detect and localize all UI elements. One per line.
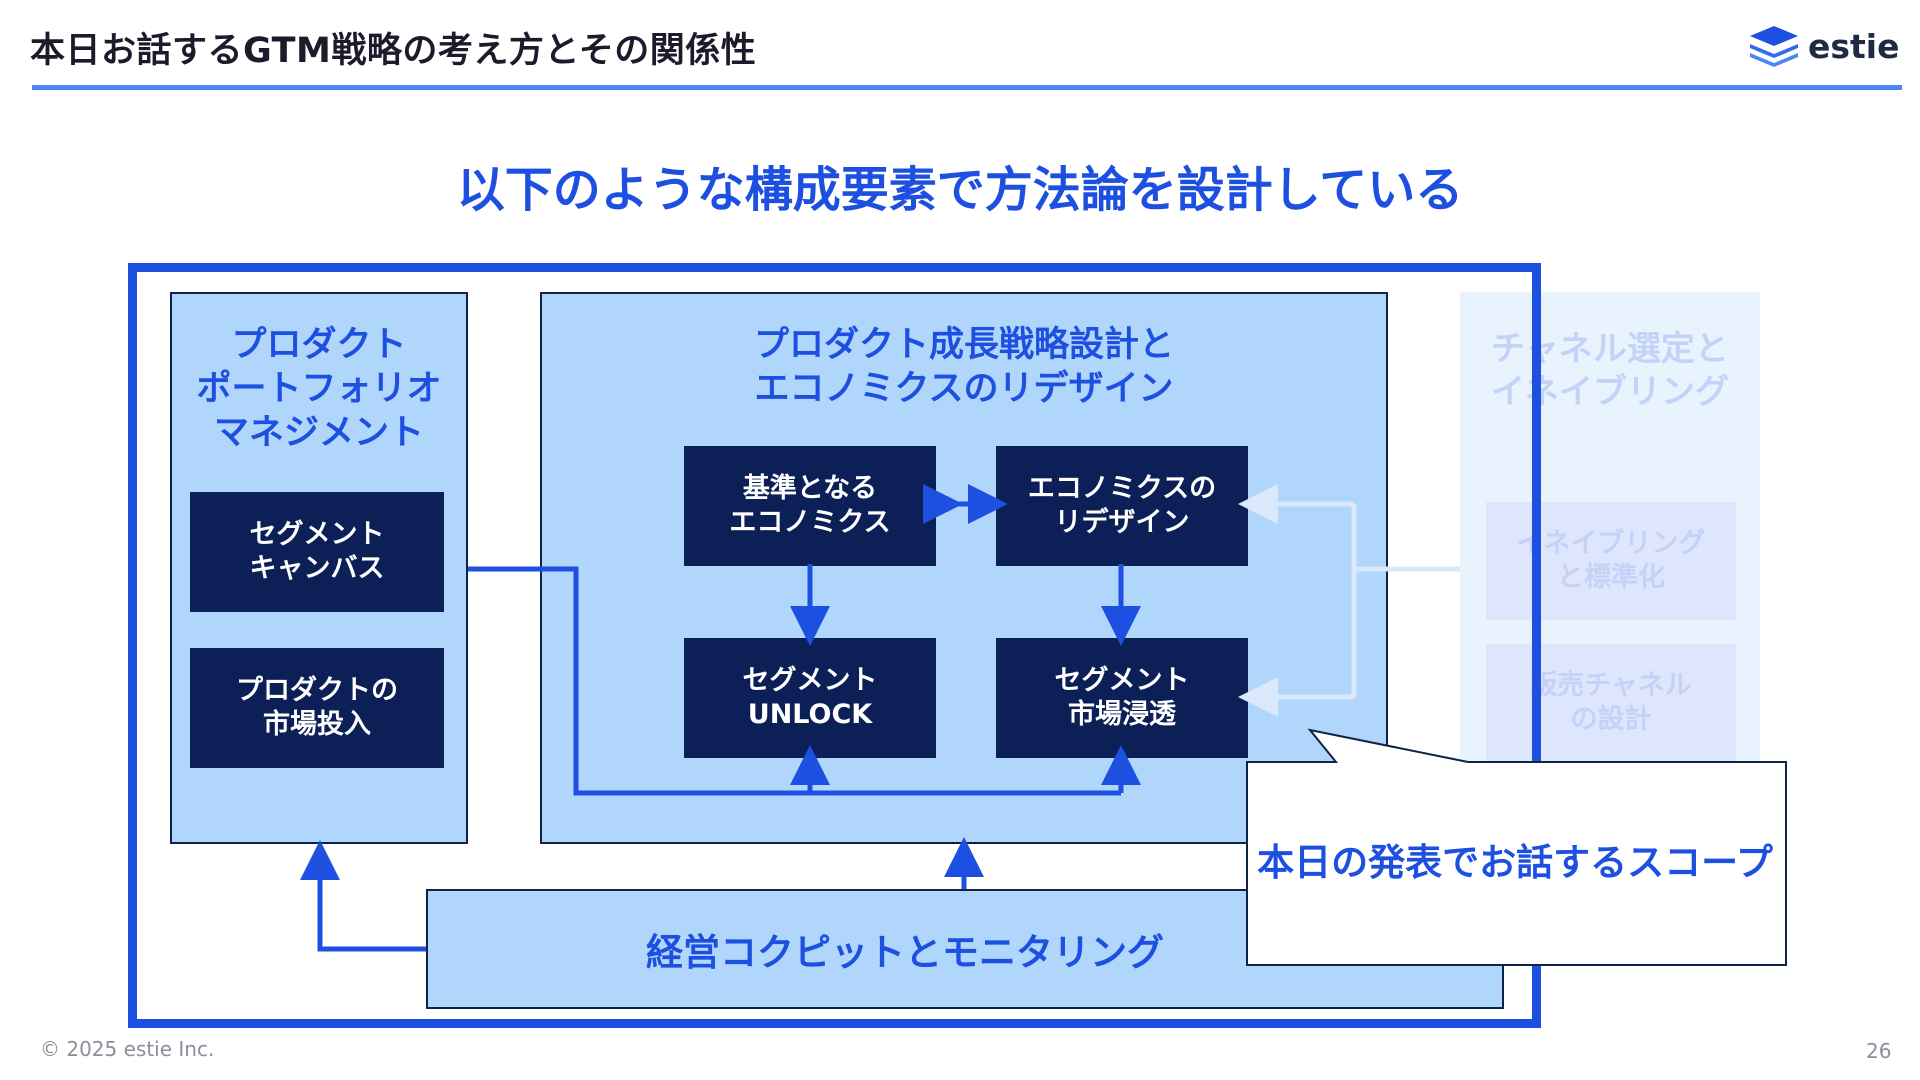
slide-title: 本日お話するGTM戦略の考え方とその関係性 — [30, 31, 757, 71]
blue-connectors — [300, 484, 1141, 952]
baseline-economics-box: 基準となる エコノミクス — [684, 446, 936, 566]
channel-panel-title: チャネル選定と イネイブリング — [1491, 329, 1729, 412]
sales-channel-design-box: 販売チャネル の設計 — [1486, 644, 1736, 762]
faded-channel-arrows — [1238, 484, 1460, 717]
slide-headline: 以下のような構成要素で方法論を設計している — [456, 162, 1464, 218]
header-divider — [32, 85, 1902, 90]
copyright: © 2025 estie Inc. — [40, 1037, 215, 1061]
economics-redesign-box: エコノミクスの リデザイン — [996, 446, 1248, 566]
management-cockpit-label: 経営コクピットとモニタリング — [646, 931, 1164, 974]
estie-logo: estie — [1748, 22, 1908, 70]
segment-unlock-box: セグメント UNLOCK — [684, 638, 936, 758]
channel-enablement-panel: チャネル選定と イネイブリング イネイブリング と標準化 販売チャネル の設計 — [1460, 292, 1760, 774]
segment-canvas-box: セグメント キャンバス — [190, 492, 444, 612]
portfolio-panel-title: プロダクト ポートフォリオ マネジメント — [196, 325, 442, 453]
scope-frame — [128, 263, 1541, 1028]
enablement-standardization-box: イネイブリング と標準化 — [1486, 502, 1736, 620]
page-number: 26 — [1866, 1039, 1892, 1063]
scope-callout-bubble — [1246, 728, 1787, 966]
layers-icon — [1750, 26, 1798, 67]
growth-panel-title: プロダクト成長戦略設計と エコノミクスのリデザイン — [753, 325, 1174, 409]
growth-strategy-panel: プロダクト成長戦略設計と エコノミクスのリデザイン 基準となる エコノミクス エ… — [540, 292, 1388, 844]
product-launch-box: プロダクトの 市場投入 — [190, 648, 444, 768]
portfolio-management-panel: プロダクト ポートフォリオ マネジメント セグメント キャンバス プロダクトの … — [170, 292, 468, 844]
segment-penetration-box: セグメント 市場浸透 — [996, 638, 1248, 758]
logo-text: estie — [1808, 26, 1900, 66]
scope-callout-text: 本日の発表でお話するスコープ — [1257, 841, 1773, 884]
